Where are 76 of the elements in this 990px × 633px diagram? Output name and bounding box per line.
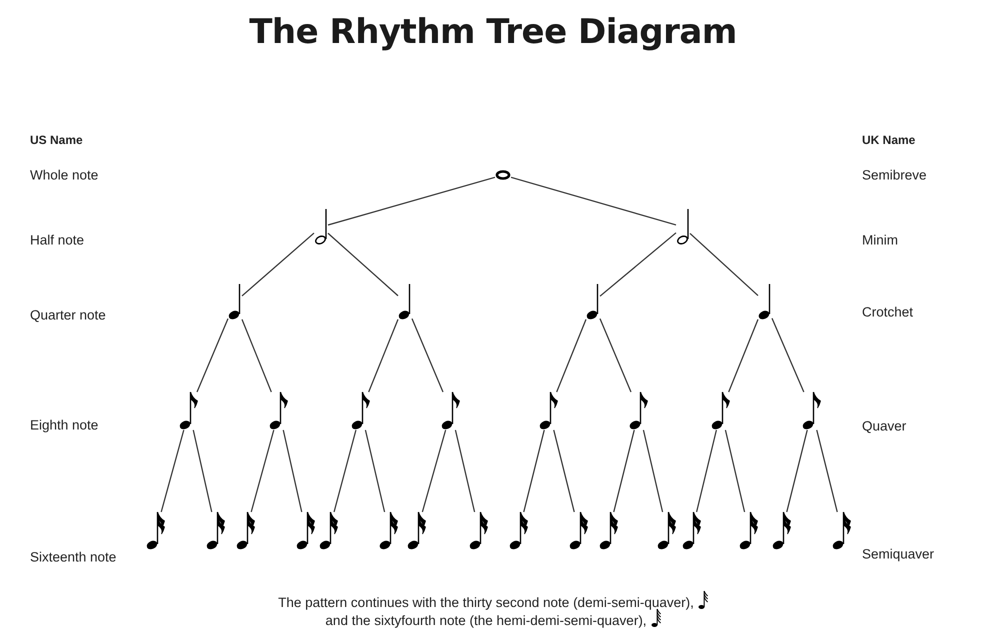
note-name: Half note [30,232,84,248]
music-note-icon [407,512,427,550]
music-note-icon [179,392,199,430]
music-note-icon [509,512,529,550]
tree-branch-line [368,319,399,392]
tree-branch-line [696,430,717,512]
music-note-icon [711,392,731,430]
music-note-icon [319,512,339,550]
music-note-icon [676,209,690,245]
tree-branch-line [411,318,444,392]
note-name: Quarter note [30,308,106,322]
tree-branch-line [724,430,746,512]
tree-branch-line [242,232,314,296]
tree-branch-line [599,318,632,392]
music-note-icon [586,284,600,320]
music-note-icon [772,512,792,550]
music-note-icon [629,392,649,430]
tree-branch-line [600,232,676,297]
note-name: Minim [862,232,898,248]
music-note-icon [351,392,371,430]
tree-branch-line [553,430,575,512]
note-name: Sixteenth note [30,550,116,564]
music-note-icon [802,392,822,430]
tree-branch-line [250,430,274,512]
tree-branch-line [556,319,587,392]
tree-branch-line [816,430,838,512]
music-note-icon [441,392,461,430]
music-note-icon [599,512,619,550]
tree-branch-line [422,430,446,512]
tree-branch-line [282,430,302,512]
tree-branch-line [613,430,635,512]
tree-branch-line [328,176,496,226]
music-note-icon [206,512,226,550]
column-heading: UK Name [862,133,916,147]
music-note-icon [269,392,289,430]
tree-branch-line [328,232,398,296]
music-note-icon [398,284,412,320]
music-note-icon [379,512,399,550]
tree-branch-line [690,232,758,296]
column-heading: US Name [30,133,83,147]
tree-branch-line [786,430,808,512]
tree-branch-line [510,176,676,226]
note-name: Quaver [862,418,906,434]
music-note-icon [539,392,559,430]
music-note-icon [758,284,772,320]
tree-branch-line [728,319,759,392]
music-note-icon [739,512,759,550]
tree-branch-line [196,318,229,392]
note-name: Crotchet [862,304,914,320]
tree-branch-line [364,430,386,512]
music-note-icon [682,512,702,550]
music-note-icon [495,170,511,180]
tree-branch-line [160,430,184,512]
footnote-text: The pattern continues with the thirty second note (demi-semi-quaver), [278,595,694,610]
footnote-text: and the sixtyfourth note (the hemi-demi-semi-quaver), [325,613,647,628]
tree-branch-line [241,319,272,392]
tree-branch-line [333,430,357,512]
music-note-icon [657,512,677,550]
note-name: Eighth note [30,418,98,432]
tree-branch-line [454,430,476,512]
note-name: Semiquaver [862,546,934,562]
music-note-icon [146,512,166,550]
tree-branch-line [771,318,804,392]
note-name: Semibreve [862,168,927,182]
tree-branch-line [192,430,212,512]
music-note-icon [228,284,242,320]
music-note-icon [469,512,489,550]
music-note-icon [832,512,852,550]
diagram-title: The Rhythm Tree Diagram [248,12,738,52]
music-note-icon [236,512,256,550]
note-name: Whole note [30,168,98,182]
music-note-icon [296,512,316,550]
tree-branch-line [642,430,664,512]
tree-branch-line [523,430,545,512]
music-note-icon [314,209,328,245]
music-note-icon [569,512,589,550]
